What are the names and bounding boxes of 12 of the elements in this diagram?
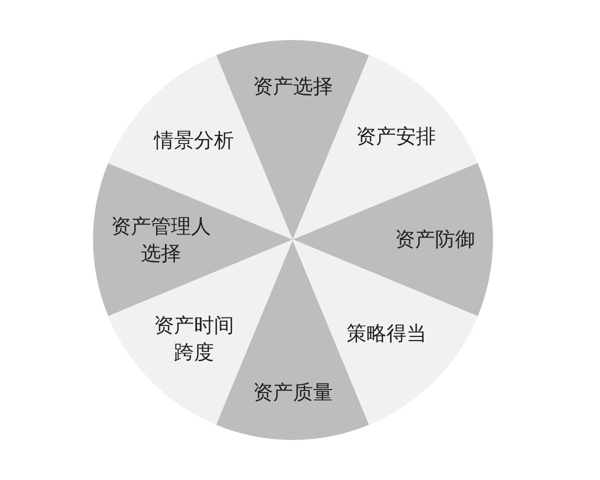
segment-label: 资产质量 bbox=[252, 378, 333, 406]
segment-label: 资产时间跨度 bbox=[152, 312, 235, 366]
segment-label: 资产防御 bbox=[395, 226, 475, 254]
pie-segment bbox=[108, 55, 293, 240]
segment-label: 资产安排 bbox=[356, 123, 436, 150]
segment-label: 资产管理人选择 bbox=[110, 212, 212, 267]
pie-segment bbox=[93, 163, 293, 317]
segment-label: 资产选择 bbox=[252, 72, 333, 100]
segment-label: 情景分析 bbox=[154, 127, 234, 154]
pie-segment bbox=[293, 163, 493, 317]
segment-label: 策略得当 bbox=[346, 320, 426, 347]
pie-segment bbox=[108, 240, 293, 425]
